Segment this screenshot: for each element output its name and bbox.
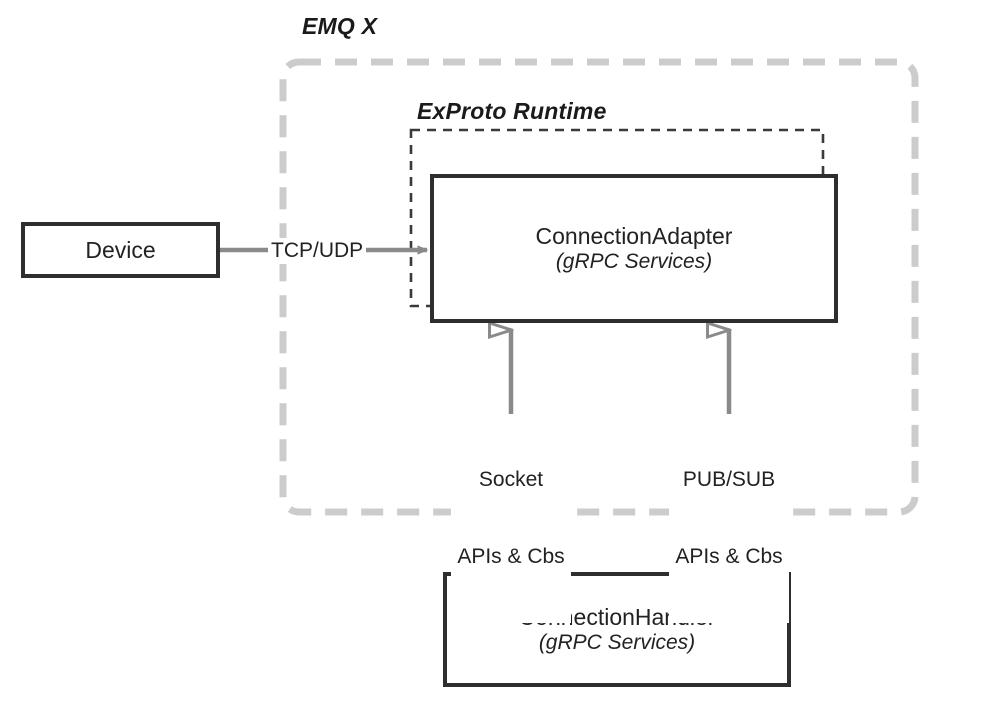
emqx-boundary-label: EMQ X (302, 13, 378, 39)
emqx-boundary-rect (279, 58, 919, 516)
edge-label-pubsub-apis-line2: APIs & Cbs (675, 545, 783, 569)
node-connection-adapter[interactable]: ConnectionAdapter (gRPC Services) (430, 174, 838, 323)
edge-label-socket-apis-line2: APIs & Cbs (457, 545, 565, 569)
exproto-boundary-label: ExProto Runtime (417, 98, 607, 124)
edge-label-socket-apis-line1: Socket (478, 468, 544, 492)
node-connection-adapter-title: ConnectionAdapter (535, 223, 733, 250)
edge-label-pubsub-apis-line1: PUB/SUB (682, 468, 776, 492)
node-device-title: Device (85, 236, 156, 263)
edge-label-socket-apis: Socket APIs & Cbs (451, 414, 571, 623)
node-connection-handler-subtitle: (gRPC Services) (538, 630, 696, 654)
node-device[interactable]: Device (21, 222, 220, 278)
node-connection-adapter-subtitle: (gRPC Services) (555, 249, 713, 273)
edge-label-tcp-udp: TCP/UDP (268, 238, 367, 264)
edge-label-pubsub-apis: PUB/SUB APIs & Cbs (669, 414, 789, 623)
